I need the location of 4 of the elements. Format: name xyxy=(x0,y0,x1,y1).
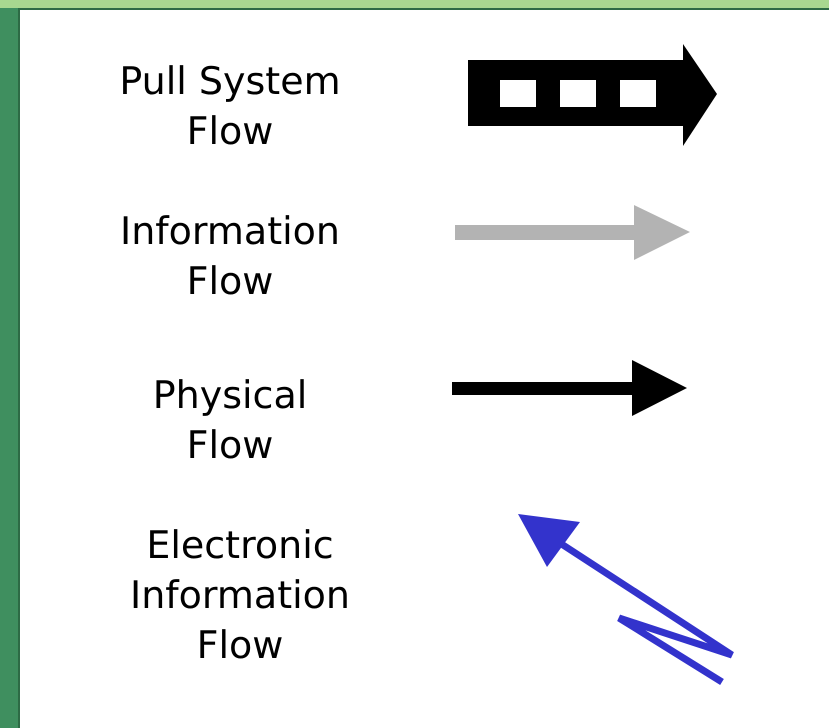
legend-label: Physical Flow xyxy=(152,372,308,469)
legend-label: Pull System Flow xyxy=(118,58,342,155)
legend-label: Information Flow xyxy=(119,208,341,305)
legend-label: Electronic Information Flow xyxy=(129,522,351,669)
